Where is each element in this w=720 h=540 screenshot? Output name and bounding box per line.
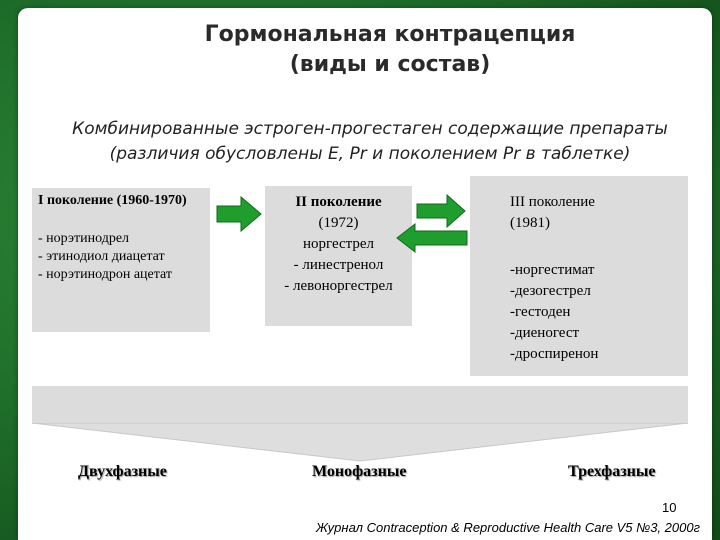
subtitle-line-2: (различия обусловлены E, Pr и поколением…	[109, 144, 631, 164]
list-item: - этинодиол диацетат	[38, 249, 165, 264]
list-item: -дроспиренон	[510, 346, 599, 362]
arrow-right-icon	[416, 193, 466, 229]
footer-citation: Журнал Contraception & Reproductive Heal…	[315, 520, 700, 535]
generation-3-year: (1981)	[510, 215, 550, 231]
list-item: -гестоден	[510, 304, 571, 320]
generation-2-heading: II поколение	[295, 194, 382, 210]
arrow-right-icon	[216, 195, 262, 233]
list-item: -дезогестрел	[510, 283, 591, 299]
list-item: - норэтинодрон ацетат	[38, 267, 173, 282]
list-item: -диеногест	[510, 325, 580, 341]
generation-3-heading: III поколение (1981)	[510, 192, 595, 234]
generation-2-box: II поколение (1972) норгестрел - линестр…	[265, 186, 412, 326]
summary-bar	[32, 386, 688, 424]
list-item: - линестренол	[293, 257, 384, 273]
generation-3-box: III поколение (1981) -норгестимат -дезог…	[470, 176, 688, 376]
phase-monophasic: Монофазные	[312, 463, 407, 480]
phase-triphasic: Трехфазные	[568, 463, 656, 480]
list-item: - норэтинодрел	[38, 231, 130, 246]
generation-1-list: - норэтинодрел - этинодиол диацетат - но…	[38, 230, 172, 284]
list-item: норгестрел	[302, 236, 375, 252]
slide-title: Гормональная контрацепция (виды и состав…	[120, 20, 660, 80]
title-line-1: Гормональная контрацепция	[204, 22, 576, 47]
list-item: - левоноргестрел	[284, 278, 393, 294]
generation-2-content: II поколение (1972) норгестрел - линестр…	[265, 192, 412, 297]
page-number: 10	[662, 500, 677, 515]
big-down-arrow-icon	[32, 423, 688, 462]
generation-3-title: III поколение	[510, 194, 595, 210]
subtitle-line-1: Комбинированные эстроген-прогестаген сод…	[72, 119, 668, 139]
phase-biphasic: Двухфазные	[78, 463, 167, 480]
list-item: -норгестимат	[510, 262, 595, 278]
title-line-2: (виды и состав)	[289, 52, 491, 77]
generation-1-box: I поколение (1960-1970) - норэтинодрел -…	[32, 188, 210, 332]
generation-1-heading: I поколение (1960-1970)	[38, 193, 187, 208]
generation-2-year: (1972)	[318, 215, 359, 231]
generation-3-list: -норгестимат -дезогестрел -гестоден -дие…	[510, 260, 598, 365]
slide-subtitle: Комбинированные эстроген-прогестаген сод…	[30, 117, 710, 167]
arrow-left-icon	[396, 222, 468, 254]
